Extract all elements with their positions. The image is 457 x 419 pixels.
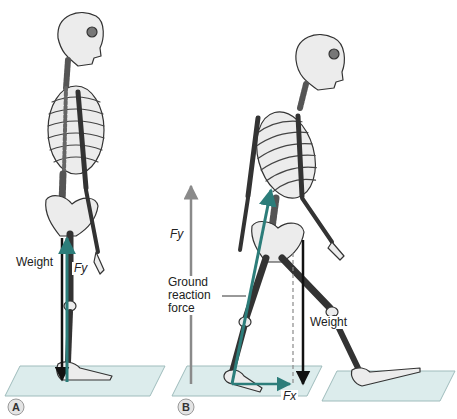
panel-letter: B [178, 401, 194, 414]
force-label: Ground reaction force [166, 276, 222, 315]
force-label: Weight [14, 256, 55, 269]
force-label: Weight [308, 316, 349, 329]
panel-marker [178, 399, 194, 415]
panel-letter: A [8, 401, 24, 414]
panel-marker [8, 399, 24, 415]
weight-vector [302, 240, 305, 384]
leader-line [222, 296, 246, 297]
horizontal-force-vector [232, 383, 290, 386]
walking-skeleton [224, 35, 420, 392]
vertical-force-vector [66, 238, 69, 382]
standing-skeleton [46, 13, 112, 380]
projection-line [292, 250, 293, 383]
ground-reaction-vector [232, 190, 271, 384]
weight-vector [61, 238, 64, 380]
force-label: Fy [168, 228, 185, 241]
force-label: Fx [281, 390, 298, 403]
force-label: Fy [72, 262, 89, 275]
